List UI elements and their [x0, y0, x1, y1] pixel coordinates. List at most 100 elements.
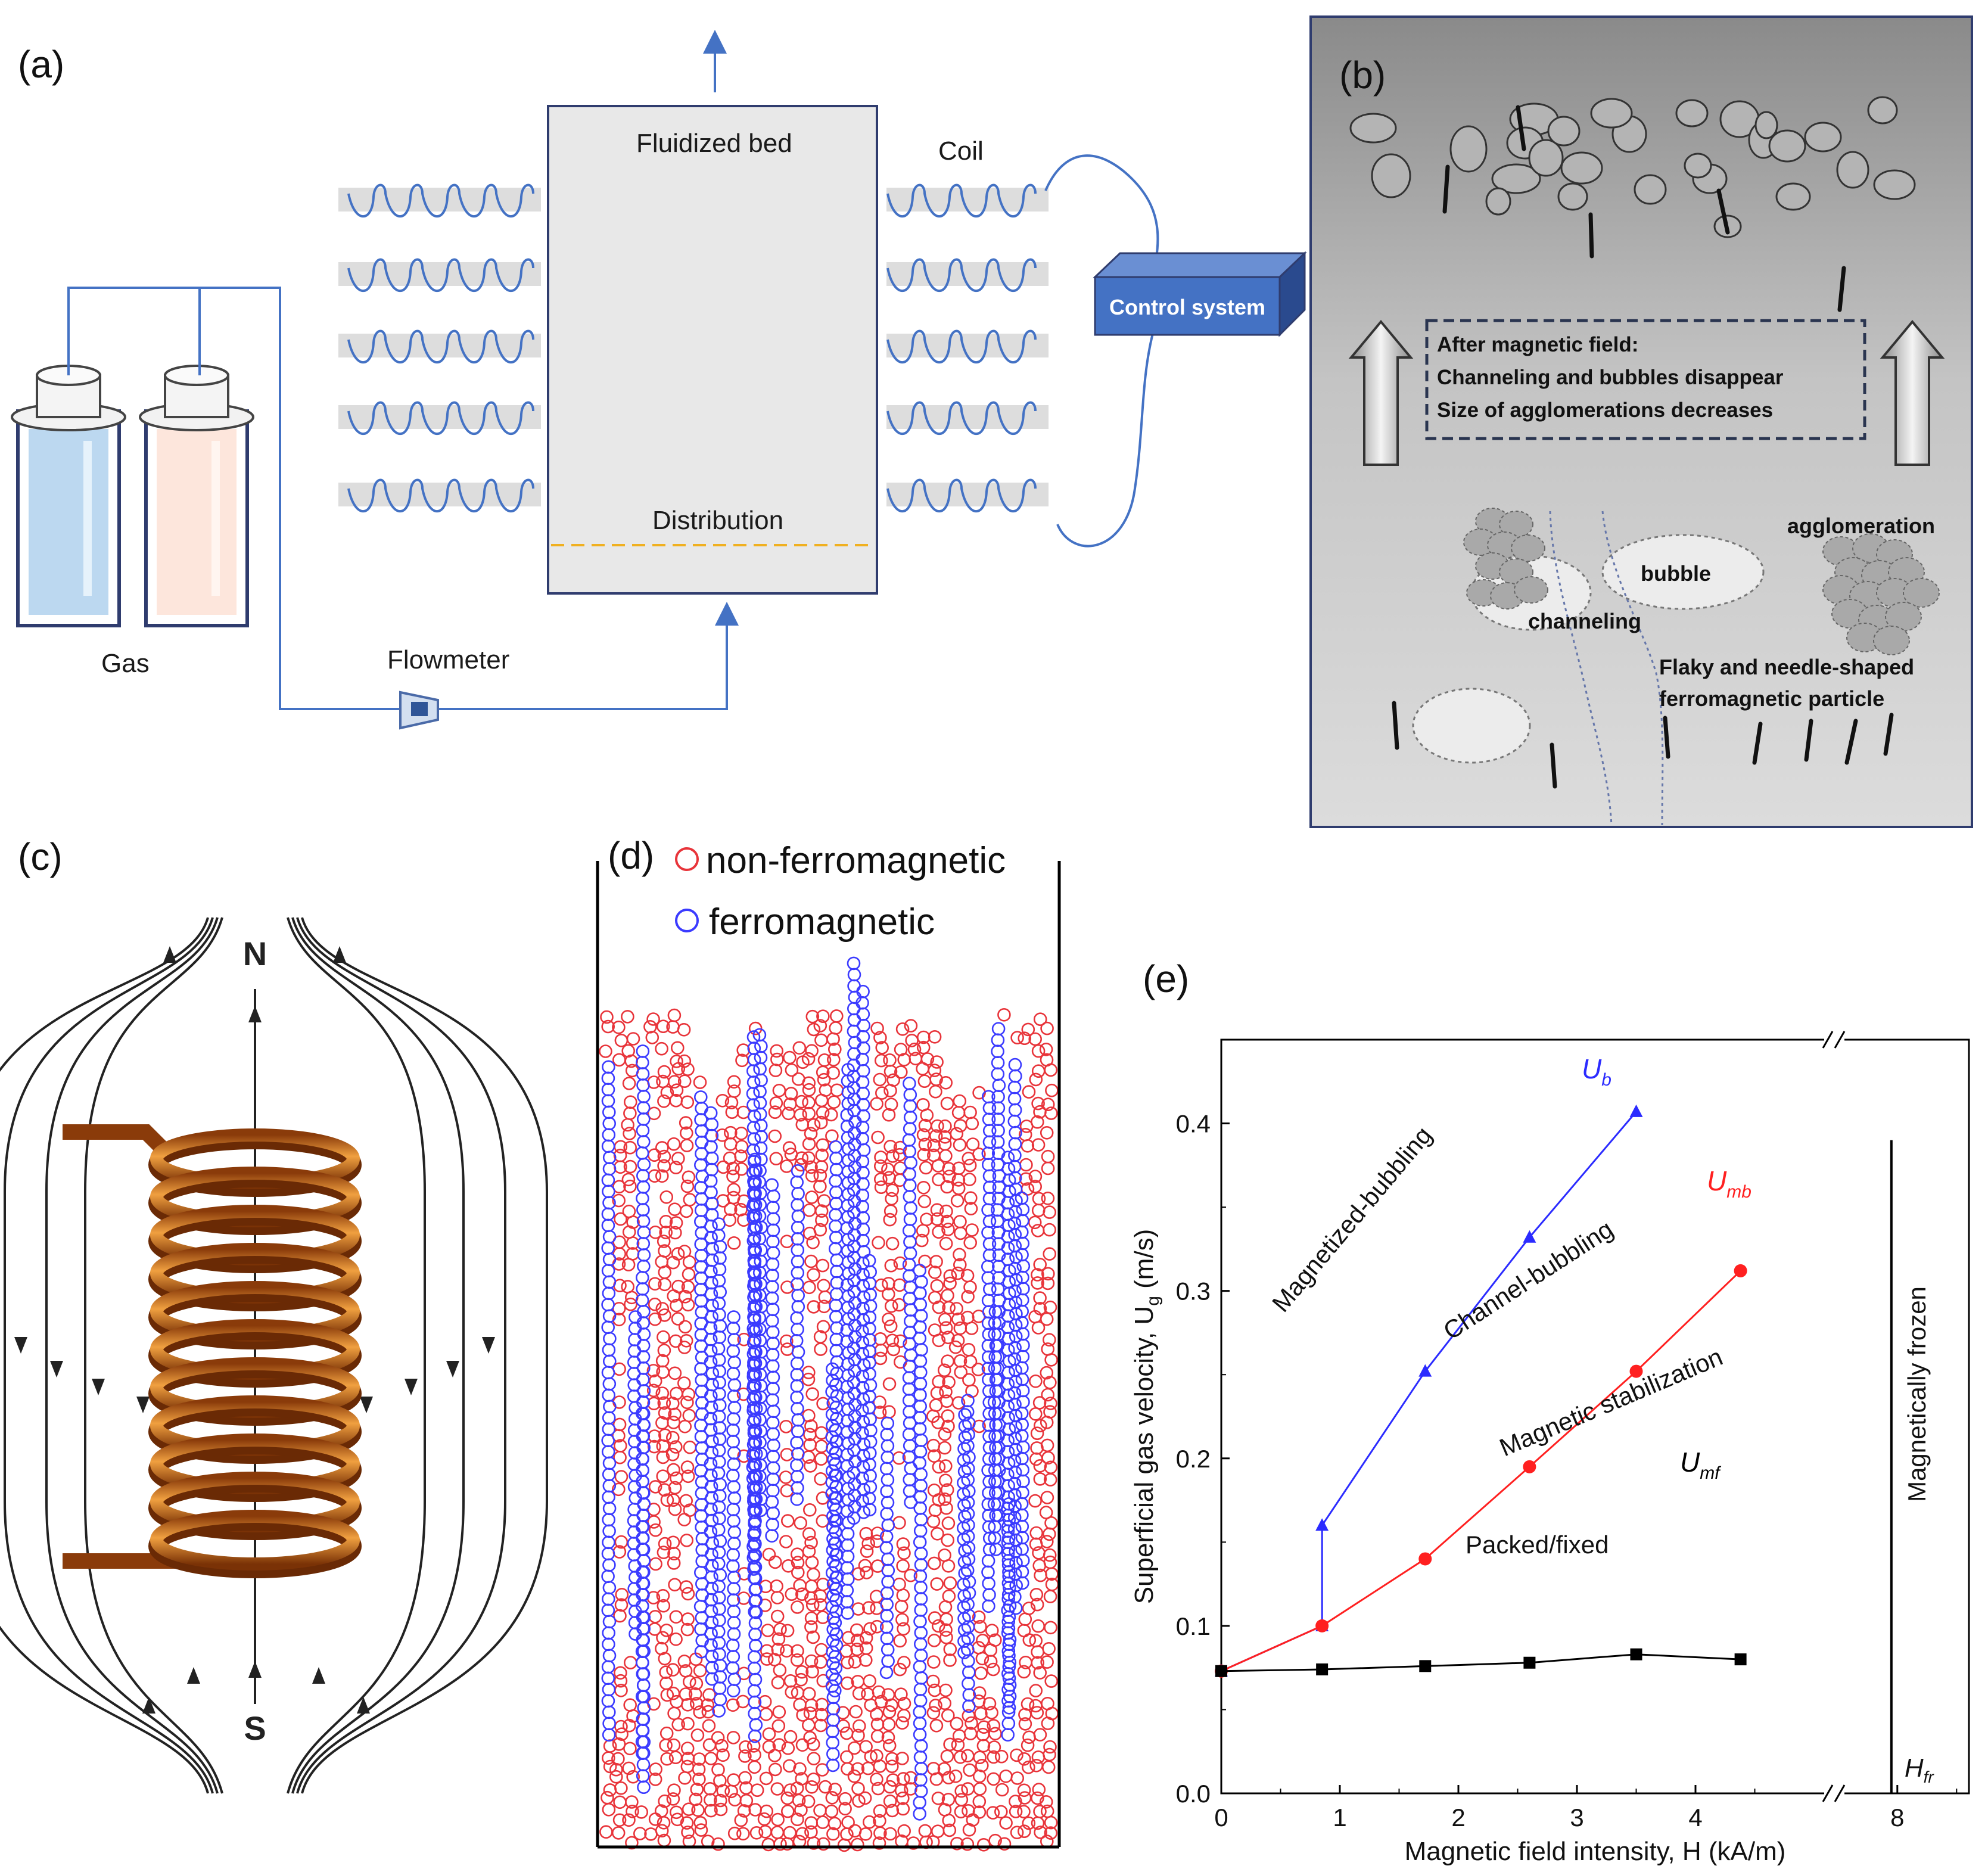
non-ferromagnetic-particle	[982, 1697, 997, 1711]
ferromagnetic-particle	[765, 1291, 779, 1305]
field-arrow-up	[248, 1006, 262, 1022]
small-agglomerates	[1349, 96, 1916, 312]
ferromagnetic-particle	[903, 1292, 917, 1305]
non-ferromagnetic-particle	[938, 1696, 951, 1711]
ferromagnetic-particle	[855, 1131, 869, 1146]
ferromagnetic-particle	[981, 1554, 995, 1568]
gas-label: Gas	[101, 649, 150, 678]
non-ferromagnetic-particle	[1041, 1161, 1055, 1176]
agglomerate-particle	[1684, 153, 1712, 179]
non-ferromagnetic-particle	[871, 1130, 885, 1145]
ferromagnetic-particle	[829, 1310, 843, 1324]
ferromagnetic-particle	[1001, 1716, 1016, 1730]
non-ferromagnetic-particle	[859, 1631, 873, 1645]
non-ferromagnetic-particle	[612, 1053, 626, 1067]
non-ferromagnetic-particle	[1040, 1491, 1054, 1504]
ferromagnetic-particle	[913, 1400, 927, 1413]
agglomerate-particle	[1804, 122, 1842, 153]
non-ferromagnetic-particle	[739, 1740, 752, 1754]
non-ferromagnetic-particle	[736, 1694, 750, 1709]
non-ferromagnetic-particle	[826, 1827, 840, 1841]
non-ferromagnetic-particle	[621, 1010, 634, 1024]
ferromagnetic-particle	[637, 1248, 651, 1262]
non-ferromagnetic-particle	[1021, 1022, 1035, 1037]
ferromagnetic-particle	[855, 1052, 869, 1066]
non-ferromagnetic-particle	[931, 1527, 944, 1541]
ferromagnetic-particle	[830, 1253, 844, 1267]
non-ferromagnetic-particle	[682, 1802, 696, 1816]
non-ferromagnetic-particle	[758, 1825, 772, 1839]
non-ferromagnetic-particle	[875, 1086, 889, 1100]
ferromagnetic-particle	[694, 1249, 708, 1262]
non-ferromagnetic-particle	[623, 1127, 636, 1140]
ferromagnetic-particle	[913, 1615, 927, 1628]
non-ferromagnetic-particle	[918, 1137, 932, 1152]
non-ferromagnetic-particle	[1029, 1375, 1043, 1388]
ferromagnetic-particle	[766, 1461, 780, 1475]
ferromagnetic-particle	[862, 1491, 876, 1506]
non-ferromagnetic-particle	[1044, 1826, 1058, 1840]
non-ferromagnetic-particle	[659, 1665, 673, 1679]
non-ferromagnetic-particle	[917, 1181, 931, 1195]
non-ferromagnetic-particle	[972, 1641, 986, 1655]
agglomerate-particle	[1873, 169, 1916, 200]
non-ferromagnetic-particle	[974, 1666, 988, 1680]
non-ferromagnetic-particle	[1021, 1697, 1035, 1711]
ferromagnetic-particle	[791, 1187, 805, 1201]
ferromagnetic-particle	[747, 1548, 761, 1562]
non-ferromagnetic-particle	[612, 1180, 626, 1194]
ferromagnetic-particle	[713, 1534, 727, 1548]
non-ferromagnetic-particle	[623, 1718, 636, 1733]
non-ferromagnetic-particle	[727, 1236, 741, 1250]
ferromagnetic-particle	[880, 1484, 894, 1498]
non-ferromagnetic-particle	[806, 1630, 820, 1644]
ferromagnetic-particle	[863, 1321, 876, 1336]
marker-U_mf	[1419, 1660, 1432, 1672]
non-ferromagnetic-particle	[734, 1149, 748, 1163]
non-ferromagnetic-particle	[668, 1481, 682, 1495]
ferromagnetic-particle	[713, 1432, 727, 1446]
ferromagnetic-particle	[903, 1235, 917, 1249]
non-ferromagnetic-particle	[770, 1826, 785, 1839]
non-ferromagnetic-particle	[795, 1827, 810, 1841]
coil-turn	[150, 1510, 360, 1571]
non-ferromagnetic-particle	[884, 1258, 898, 1273]
ferromagnetic-particle	[727, 1514, 741, 1528]
ferromagnetic-particle	[989, 1384, 1003, 1398]
non-ferromagnetic-particle	[870, 1619, 884, 1634]
region-label-magnetically-frozen: Magnetically frozen	[1903, 1286, 1931, 1502]
non-ferromagnetic-particle	[816, 1320, 830, 1334]
ferromagnetic-particle	[914, 1784, 928, 1798]
non-ferromagnetic-particle	[784, 1087, 798, 1100]
series-line-U_b	[1221, 1111, 1637, 1672]
ferromagnetic-particle	[791, 1323, 804, 1336]
non-ferromagnetic-particle	[882, 1377, 897, 1391]
ferromagnetic-particle	[863, 1367, 876, 1381]
non-ferromagnetic-particle	[883, 1140, 897, 1153]
field-arrow-up	[333, 946, 346, 963]
non-ferromagnetic-particle	[1043, 1247, 1056, 1261]
non-ferromagnetic-particle	[874, 1344, 888, 1357]
non-ferromagnetic-particle	[825, 1129, 839, 1143]
non-ferromagnetic-particle	[974, 1706, 988, 1721]
non-ferromagnetic-particle	[951, 1181, 966, 1195]
non-ferromagnetic-particle	[667, 1783, 681, 1797]
non-ferromagnetic-particle	[1029, 1759, 1043, 1773]
ferromagnetic-particle	[881, 1575, 895, 1589]
ferromagnetic-particle	[841, 1550, 855, 1563]
non-ferromagnetic-particle	[666, 1535, 680, 1550]
non-ferromagnetic-particle	[930, 1279, 944, 1293]
non-ferromagnetic-particle	[894, 1043, 908, 1056]
non-ferromagnetic-particle	[669, 1216, 683, 1230]
non-ferromagnetic-particle	[768, 1105, 782, 1119]
ferromagnetic-particle	[602, 1626, 616, 1640]
non-ferromagnetic-particle	[795, 1094, 808, 1109]
non-ferromagnetic-particle	[961, 1310, 975, 1324]
non-ferromagnetic-particle	[771, 1812, 785, 1827]
non-ferromagnetic-particle	[941, 1419, 955, 1433]
non-ferromagnetic-particle	[791, 1600, 804, 1614]
non-ferromagnetic-particle	[927, 1634, 941, 1647]
non-ferromagnetic-particle	[1018, 1791, 1032, 1805]
non-ferromagnetic-particle	[883, 1053, 897, 1067]
non-ferromagnetic-particle	[940, 1214, 954, 1229]
